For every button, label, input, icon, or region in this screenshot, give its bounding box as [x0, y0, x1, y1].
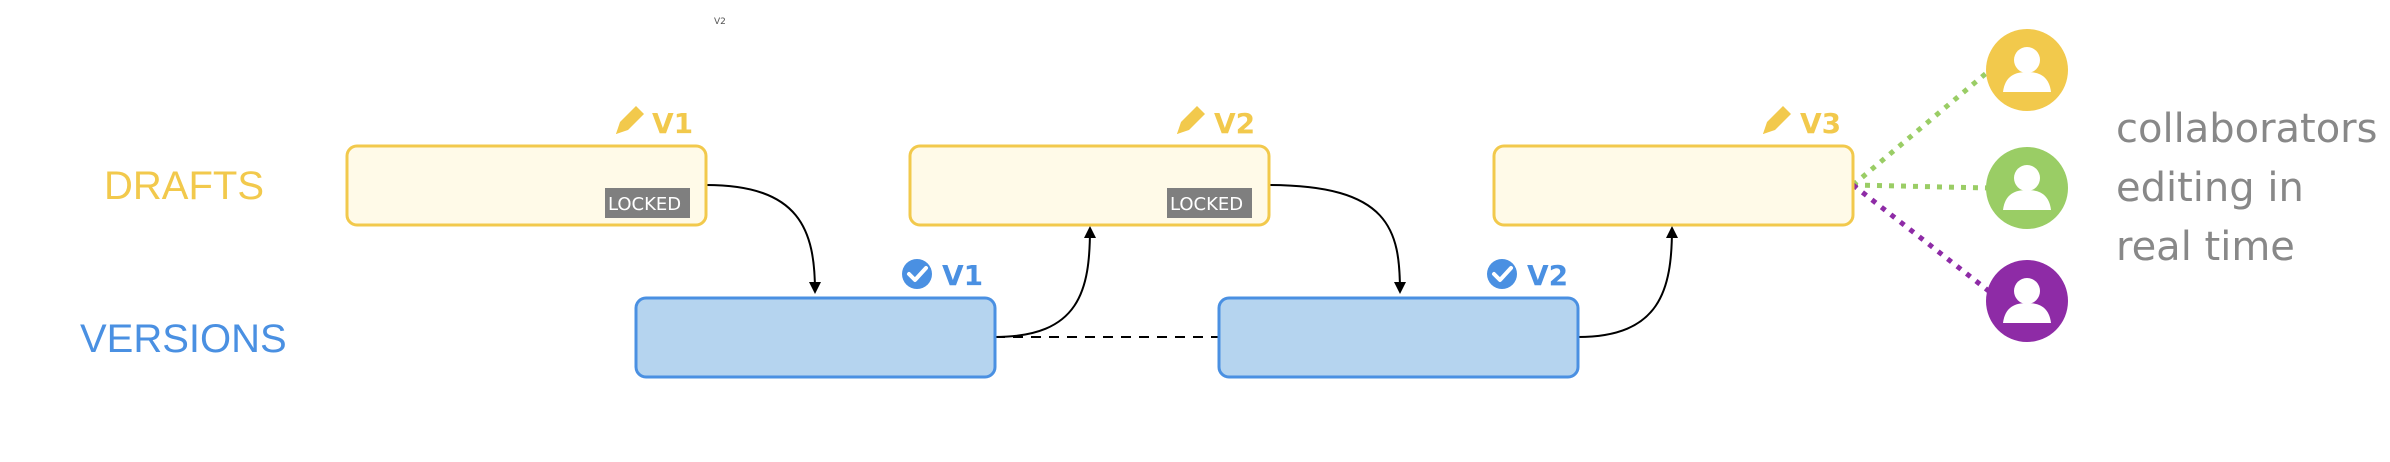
pencil-icon: [616, 106, 644, 134]
connector-draft-v1-to-version-v1: [705, 184, 821, 294]
version-v2[interactable]: V2: [1217, 259, 1580, 379]
locked-badge-bg: [1167, 188, 1252, 218]
row-label-versions: VERSIONS: [80, 317, 287, 361]
connector-draft-v2-to-version-v2: [1267, 184, 1406, 294]
dotted-link-purple: [1851, 183, 1992, 294]
version-v1-label: V1: [942, 259, 983, 292]
version-v2-box[interactable]: [1217, 296, 1580, 379]
row-label-drafts: DRAFTS: [104, 164, 264, 208]
locked-badge-bg: [605, 188, 690, 218]
note-line-3: real time: [2116, 224, 2295, 270]
draft-v3-box[interactable]: [1492, 144, 1855, 227]
top-mark: V2: [714, 17, 726, 27]
collaborators-note: collaborators editing in real time: [2116, 106, 2377, 270]
connectors: [705, 184, 1678, 338]
pencil-icon: [1177, 106, 1205, 134]
collaborator-avatar-yellow: [1986, 29, 2068, 111]
check-circle-icon: [902, 259, 932, 289]
check-circle-icon: [1487, 259, 1517, 289]
pencil-icon: [1763, 106, 1791, 134]
draft-v2[interactable]: LOCKED V2: [908, 106, 1271, 227]
connector-version-v2-to-draft-v3: [1577, 226, 1678, 338]
collaborator-avatar-green: [1986, 147, 2068, 229]
dotted-link-green: [1852, 182, 1991, 191]
version-v1-box[interactable]: [634, 296, 997, 379]
note-line-2: editing in: [2116, 165, 2304, 211]
connector-version-v1-to-draft-v2: [994, 226, 1096, 338]
draft-v1[interactable]: LOCKED V1: [345, 106, 708, 227]
collaborator-links: [1851, 68, 1992, 294]
draft-v3[interactable]: V3: [1492, 106, 1855, 227]
collaborator-avatar-purple: [1986, 260, 2068, 342]
note-line-1: collaborators: [2116, 106, 2377, 152]
draft-v3-label: V3: [1800, 107, 1841, 140]
version-v1[interactable]: V1: [634, 259, 997, 379]
locked-badge: LOCKED: [608, 194, 681, 215]
dotted-link-yellow: [1851, 68, 1992, 187]
locked-badge: LOCKED: [1170, 194, 1243, 215]
draft-v1-label: V1: [652, 107, 693, 140]
draft-v2-label: V2: [1214, 107, 1255, 140]
version-v2-label: V2: [1527, 259, 1568, 292]
